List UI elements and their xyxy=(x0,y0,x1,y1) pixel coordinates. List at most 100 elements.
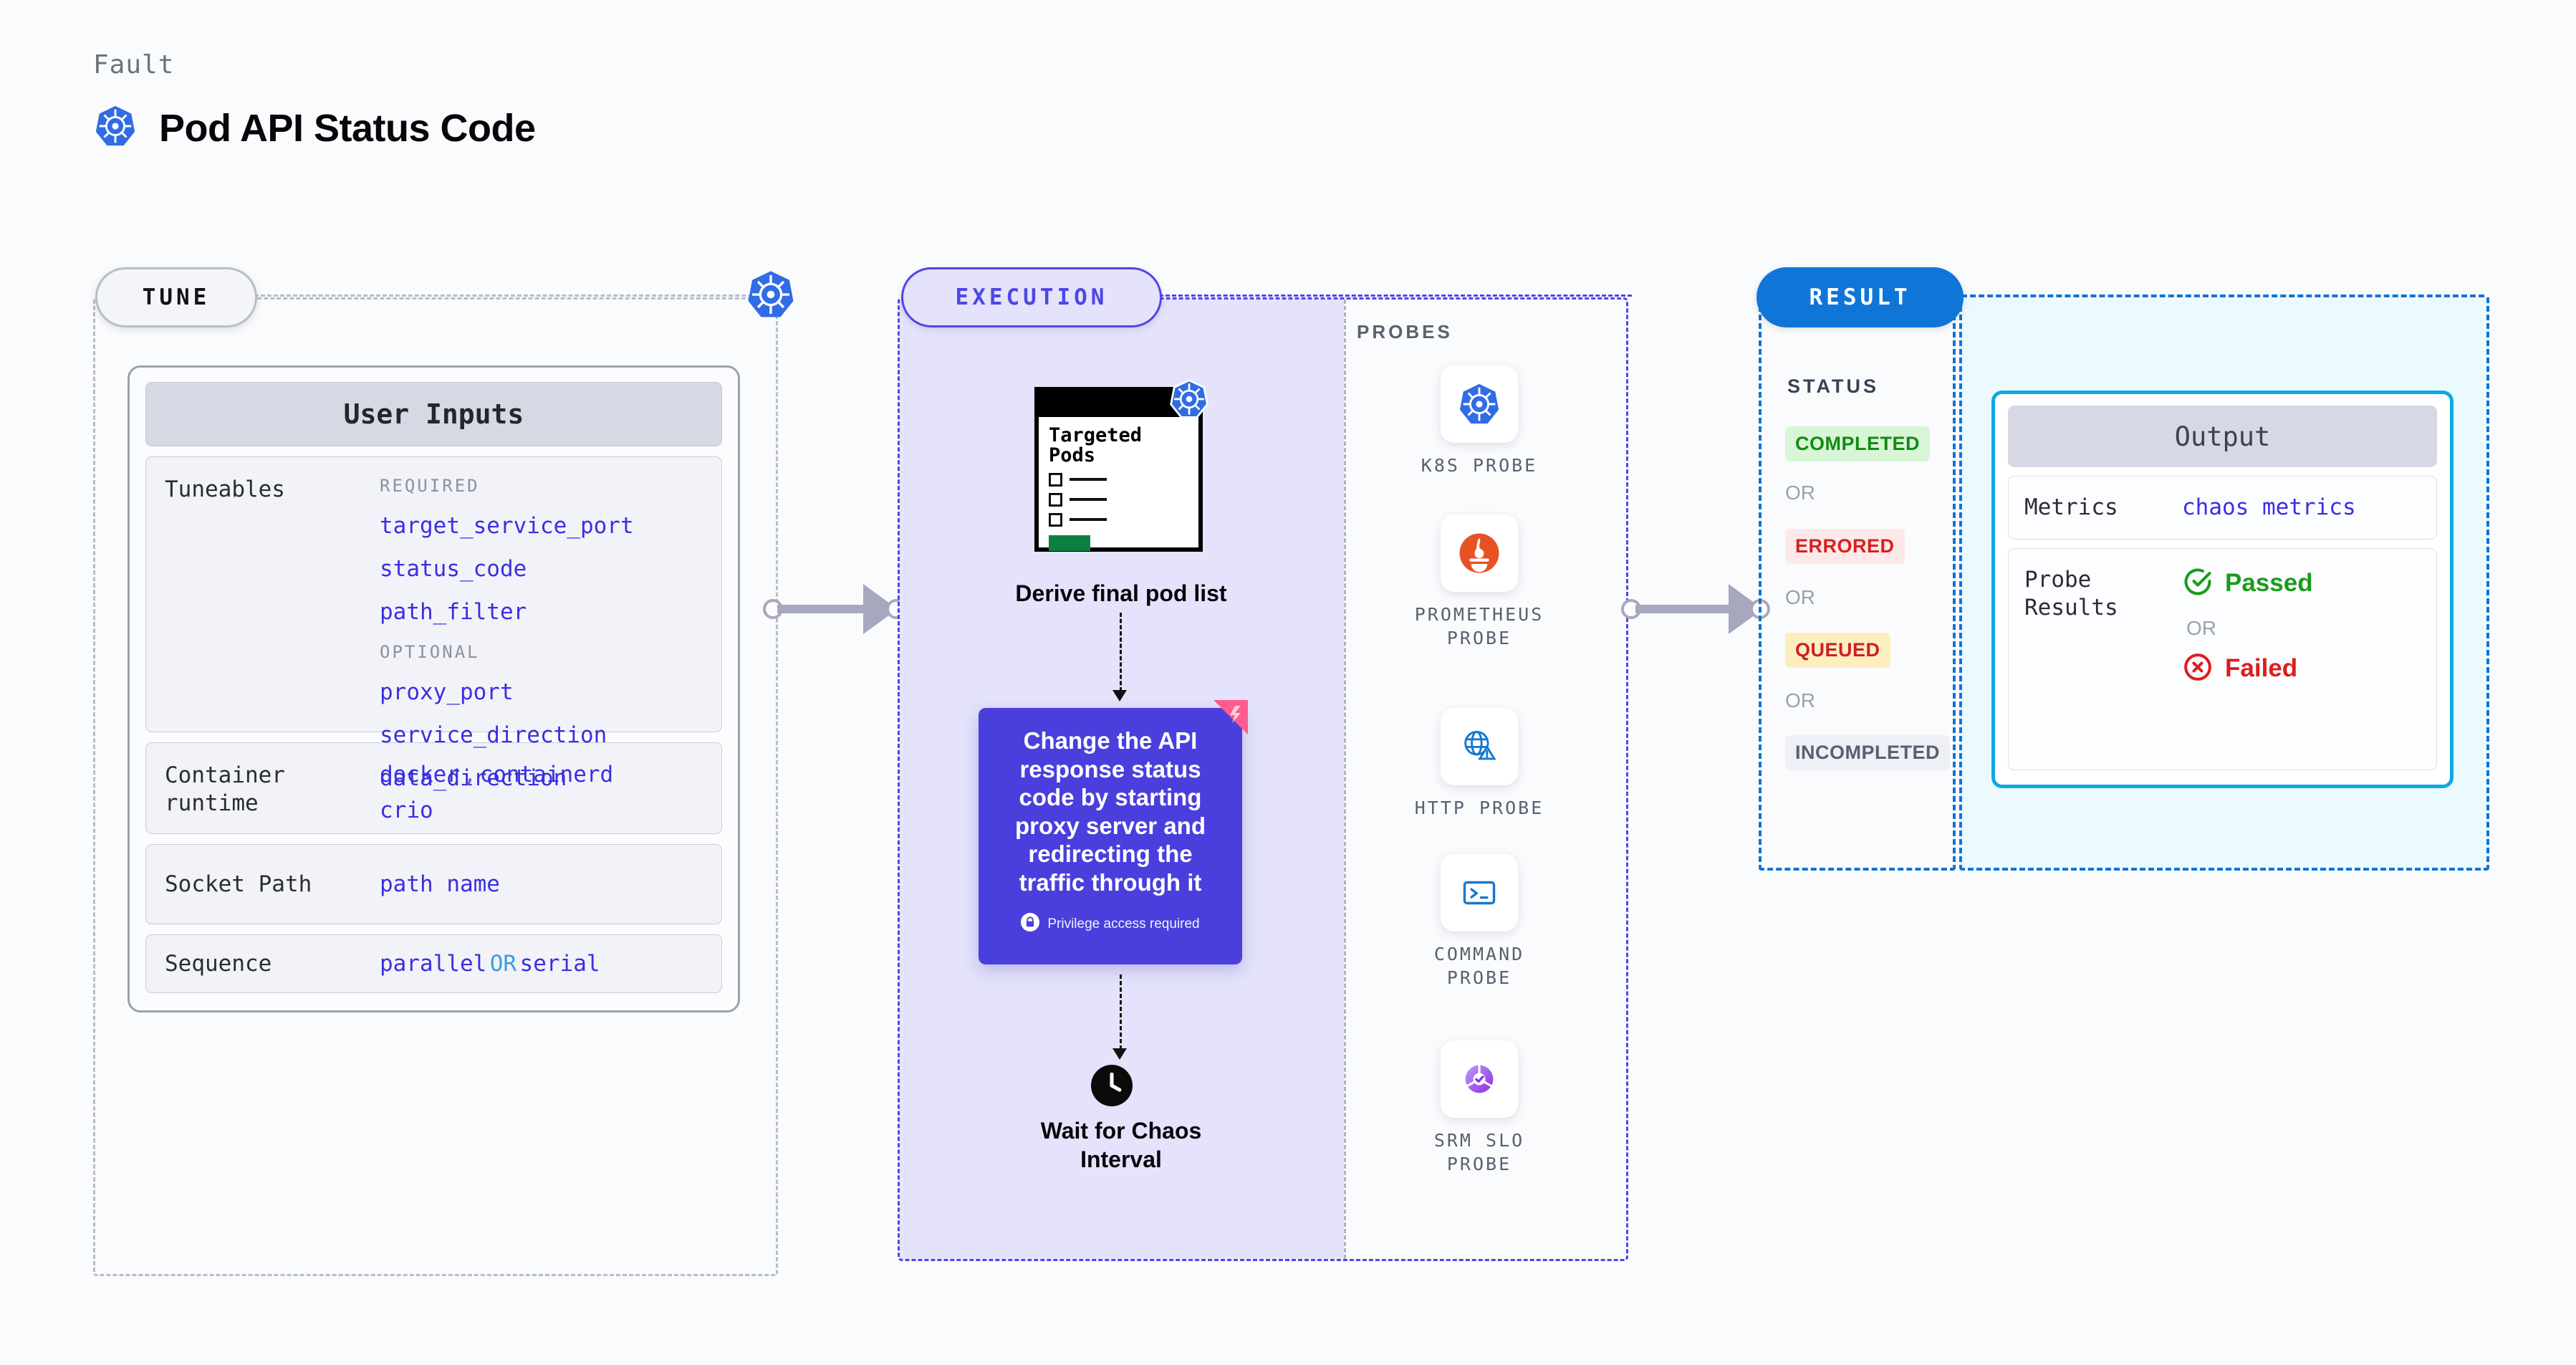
socket-path-value[interactable]: path name xyxy=(380,871,500,897)
runtime-containerd[interactable]: containerd xyxy=(479,762,614,787)
probe-command-label-1: COMMAND xyxy=(1433,944,1525,964)
tuneable-data-direction[interactable]: data_direction xyxy=(380,765,567,791)
kubernetes-icon xyxy=(745,269,797,320)
runtime-separator: , xyxy=(463,762,477,787)
result-pill-label: RESULT xyxy=(1756,267,1964,327)
probe-prometheus-label-2: PROBE xyxy=(1446,627,1512,648)
terminal-icon xyxy=(1441,854,1518,931)
targeted-pods-title-line1: Targeted xyxy=(1049,424,1143,446)
sequence-row: Sequence parallel OR serial xyxy=(145,934,722,993)
page-header: Fault Pod API Status Code xyxy=(93,50,536,152)
metrics-value[interactable]: chaos metrics xyxy=(2182,494,2356,521)
status-badge-incompleted: INCOMPLETED xyxy=(1785,735,1951,770)
pod-list-item xyxy=(1049,512,1188,527)
user-inputs-card: User Inputs Tuneables REQUIRED target_se… xyxy=(128,365,740,1012)
probe-result-failed: Failed xyxy=(2182,651,2421,686)
socket-path-row: Socket Path path name xyxy=(145,844,722,924)
flow-arrow-1 xyxy=(1112,690,1127,701)
tune-pill-label: TUNE xyxy=(95,267,257,327)
targeted-pods-card: Targeted Pods xyxy=(1034,387,1203,552)
derive-pod-list-caption: Derive final pod list xyxy=(1015,580,1227,606)
x-circle-icon xyxy=(2182,651,2214,686)
passed-label: Passed xyxy=(2225,569,2313,598)
srm-slo-icon xyxy=(1441,1040,1518,1118)
execution-probes-divider xyxy=(1344,300,1346,1259)
harness-ribbon-icon xyxy=(1213,700,1248,734)
status-section-title: STATUS xyxy=(1787,375,1879,397)
probe-srm-label-1: SRM SLO xyxy=(1433,1130,1525,1151)
tuneable-path-filter[interactable]: path_filter xyxy=(380,599,527,625)
probe-result-or: OR xyxy=(2186,616,2216,639)
connector-tune-to-execution xyxy=(763,584,906,634)
probe-command[interactable]: COMMAND PROBE xyxy=(1397,854,1562,990)
metrics-label: Metrics xyxy=(2024,494,2118,520)
sequence-parallel[interactable]: parallel xyxy=(380,951,487,977)
probe-srm-slo[interactable]: SRM SLO PROBE xyxy=(1397,1040,1562,1176)
flow-line-1 xyxy=(1120,613,1122,691)
tuneable-service-direction[interactable]: service_direction xyxy=(380,722,607,748)
page-title: Pod API Status Code xyxy=(159,106,536,150)
container-runtime-label: Container runtime xyxy=(165,762,285,816)
tune-top-dashed-line xyxy=(254,294,784,297)
pod-list-item xyxy=(1049,492,1188,507)
tuneable-status-code[interactable]: status_code xyxy=(380,556,527,582)
probe-http-label: HTTP PROBE xyxy=(1414,798,1544,818)
pod-progress-bar xyxy=(1049,535,1090,551)
kubernetes-icon xyxy=(1168,378,1210,420)
action-card: Change the API response status code by s… xyxy=(979,708,1242,964)
probe-http[interactable]: HTTP PROBE xyxy=(1397,708,1562,820)
user-inputs-title: User Inputs xyxy=(145,382,722,446)
targeted-pods-title-line2: Pods xyxy=(1049,444,1096,467)
probe-prometheus-label-1: PROMETHEUS xyxy=(1414,604,1544,625)
status-or-1: OR xyxy=(1785,482,1815,504)
output-card-title: Output xyxy=(2008,406,2437,467)
sequence-label: Sequence xyxy=(165,950,272,977)
probe-srm-label-2: PROBE xyxy=(1446,1153,1512,1174)
flow-arrow-2 xyxy=(1112,1048,1127,1060)
status-badge-errored: ERRORED xyxy=(1785,529,1905,564)
check-circle-icon xyxy=(2182,566,2214,601)
status-or-2: OR xyxy=(1785,586,1815,608)
sequence-serial[interactable]: serial xyxy=(519,951,600,977)
runtime-crio[interactable]: crio xyxy=(380,798,433,823)
connector-execution-to-result xyxy=(1621,584,1772,634)
pod-list-item xyxy=(1049,472,1188,487)
required-heading: REQUIRED xyxy=(380,476,480,496)
privilege-note: Privilege access required xyxy=(1047,916,1200,931)
flow-line-2 xyxy=(1120,974,1122,1050)
runtime-docker[interactable]: docker xyxy=(380,762,460,787)
status-badge-queued: QUEUED xyxy=(1785,633,1890,668)
kubernetes-icon xyxy=(1441,365,1518,443)
prometheus-icon xyxy=(1441,514,1518,592)
probes-section-title: PROBES xyxy=(1357,321,1453,343)
tuneables-label: Tuneables xyxy=(165,476,285,502)
probe-result-passed: Passed xyxy=(2182,566,2421,601)
tuneable-target-service-port[interactable]: target_service_port xyxy=(380,513,634,539)
tuneable-proxy-port[interactable]: proxy_port xyxy=(380,679,514,705)
failed-label: Failed xyxy=(2225,654,2298,683)
status-badge-completed: COMPLETED xyxy=(1785,426,1931,461)
kubernetes-icon xyxy=(93,104,138,152)
lock-icon xyxy=(1021,912,1040,936)
probe-command-label-2: PROBE xyxy=(1446,967,1512,988)
execution-panel xyxy=(898,297,1628,1261)
tune-panel xyxy=(93,297,778,1276)
probe-prometheus[interactable]: PROMETHEUS PROBE xyxy=(1397,514,1562,650)
clock-icon xyxy=(1091,1065,1133,1106)
action-description: Change the API response status code by s… xyxy=(1015,727,1206,896)
tuneables-row: Tuneables REQUIRED target_service_port s… xyxy=(145,456,722,791)
status-or-3: OR xyxy=(1785,689,1815,712)
globe-warning-icon xyxy=(1441,708,1518,785)
execution-pill-label: EXECUTION xyxy=(901,267,1162,327)
metrics-row: Metrics chaos metrics xyxy=(2008,476,2437,540)
execution-top-dashed-line xyxy=(1159,294,1632,297)
result-top-dashed-line xyxy=(1961,294,2484,297)
container-runtime-row: Container runtime docker , containerd cr… xyxy=(145,742,722,834)
probe-k8s-label: K8S PROBE xyxy=(1421,455,1538,476)
sequence-or: OR xyxy=(489,951,517,977)
probe-k8s[interactable]: K8S PROBE xyxy=(1397,365,1562,478)
page-eyebrow: Fault xyxy=(93,50,175,80)
